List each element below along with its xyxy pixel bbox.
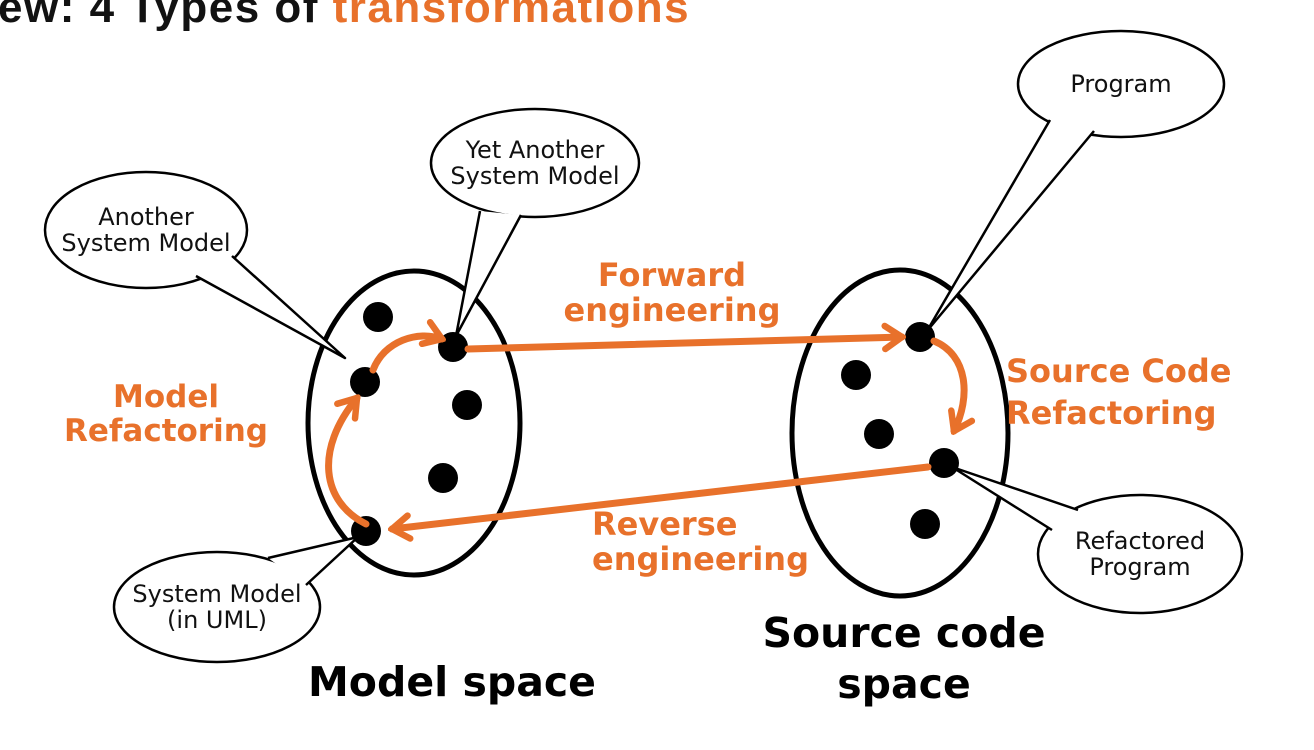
source-dot-program — [905, 322, 935, 352]
source-code-space-label: Source code space — [762, 608, 1045, 710]
label-line: Model — [113, 379, 219, 415]
model-refactoring-arrow-up — [325, 398, 370, 528]
callout-line: System Model — [61, 229, 231, 257]
forward-engineering-arrow — [464, 337, 902, 353]
callout-label-another-system-model: Another System Model — [61, 204, 230, 256]
callout-label-system-model-in-uml: System Model (in UML) — [132, 581, 301, 633]
callout-line: Another — [98, 203, 194, 231]
callout-line: Yet Another — [465, 136, 605, 164]
callout-label-yet-another-system-model: Yet Another System Model — [450, 137, 619, 189]
model-dot — [428, 463, 458, 493]
label-line: Model space — [308, 658, 596, 706]
label-line: engineering — [592, 540, 809, 578]
callout-line: Program — [1070, 70, 1172, 98]
page-title: ew: 4 Types of transformations — [0, 0, 690, 33]
label-line: Forward — [597, 256, 747, 294]
callout-line: System Model — [132, 580, 302, 608]
model-dot-another-system-model — [350, 367, 380, 397]
callout-line: Refactored — [1074, 527, 1206, 555]
source-dot — [841, 360, 871, 390]
label-line: Source code — [762, 609, 1046, 657]
reverse-engineering-arrow — [392, 463, 932, 529]
reverse-engineering-label: Reverse engineering — [592, 507, 809, 577]
model-dot — [452, 390, 482, 420]
model-refactoring-label: Model Refactoring — [64, 380, 268, 448]
source-code-space-ellipse — [789, 267, 1011, 599]
label-line: space — [837, 660, 971, 708]
forward-engineering-label: Forward engineering — [564, 258, 781, 328]
source-code-space-dots — [841, 322, 959, 539]
callout-label-program: Program — [1070, 71, 1171, 97]
callout-label-refactored-program: Refactored Program — [1075, 528, 1205, 580]
label-line: Source Code — [1006, 352, 1232, 390]
page-title-text: ew: 4 Types of — [0, 0, 333, 32]
source-dot — [910, 509, 940, 539]
callout-line: (in UML) — [167, 606, 267, 634]
page-title-highlight: transformations — [332, 0, 691, 32]
callout-line: Program — [1089, 553, 1191, 581]
label-line: Reverse — [592, 505, 738, 543]
callout-line: System Model — [450, 162, 620, 190]
source-dot-refactored-program — [929, 448, 959, 478]
callout-another-system-model — [43, 170, 347, 360]
source-code-refactoring-label: Source Code Refactoring — [1006, 350, 1231, 434]
label-line: Refactoring — [1006, 394, 1217, 432]
callout-system-model-in-uml — [112, 535, 360, 664]
callout-yet-another-system-model — [429, 107, 641, 338]
model-space-label: Model space — [308, 657, 596, 708]
model-dot — [363, 302, 393, 332]
source-code-refactoring-arrow — [930, 337, 964, 431]
model-refactoring-arrow-right — [369, 336, 442, 374]
callout-program — [925, 29, 1226, 333]
label-line: Refactoring — [64, 413, 268, 449]
source-dot — [864, 419, 894, 449]
label-line: engineering — [563, 291, 781, 329]
